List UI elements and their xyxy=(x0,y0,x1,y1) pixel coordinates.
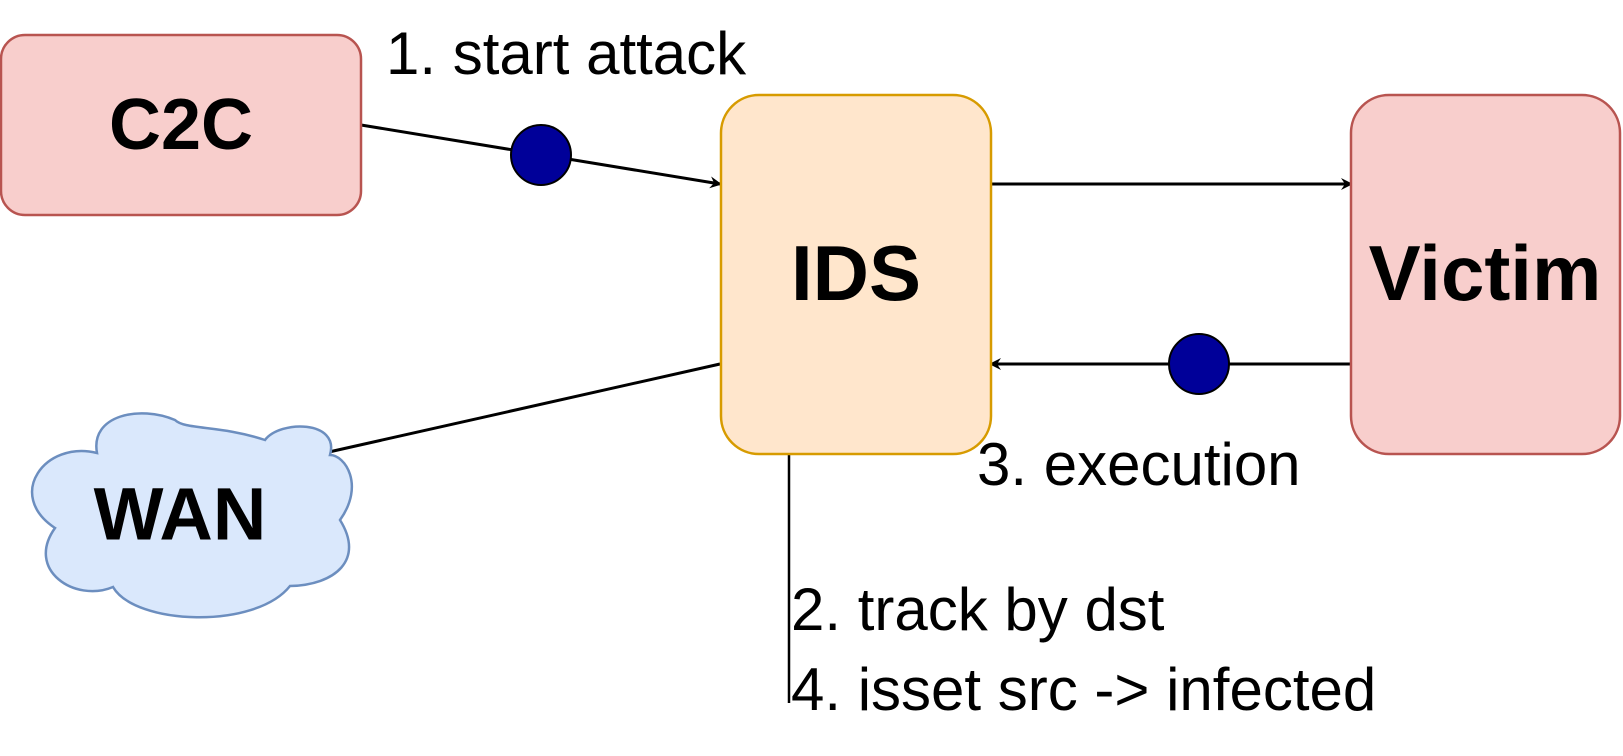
wan-cloud-icon xyxy=(31,412,353,619)
label-execution: 3. execution xyxy=(977,431,1301,498)
node-ids: IDS xyxy=(719,93,993,456)
packet-dot-start-attack xyxy=(510,124,572,186)
node-victim-box xyxy=(1349,93,1622,456)
node-ids-box xyxy=(719,93,993,456)
edge-ids-to-wan xyxy=(318,362,721,458)
node-victim: Victim xyxy=(1349,93,1622,456)
packet-dot-execution xyxy=(1168,333,1230,395)
label-isset-src-infected: 4. isset src -> infected xyxy=(791,656,1376,723)
node-victim-label: Victim xyxy=(1369,229,1602,317)
label-start-attack: 1. start attack xyxy=(386,20,747,87)
node-c2c-label: C2C xyxy=(109,85,253,165)
label-track-by-dst: 2. track by dst xyxy=(791,576,1165,643)
node-wan-label: WAN xyxy=(94,473,267,556)
node-c2c: C2C xyxy=(0,33,363,217)
node-ids-label: IDS xyxy=(791,229,921,317)
node-c2c-box xyxy=(0,33,363,217)
node-wan: WAN xyxy=(31,412,353,619)
